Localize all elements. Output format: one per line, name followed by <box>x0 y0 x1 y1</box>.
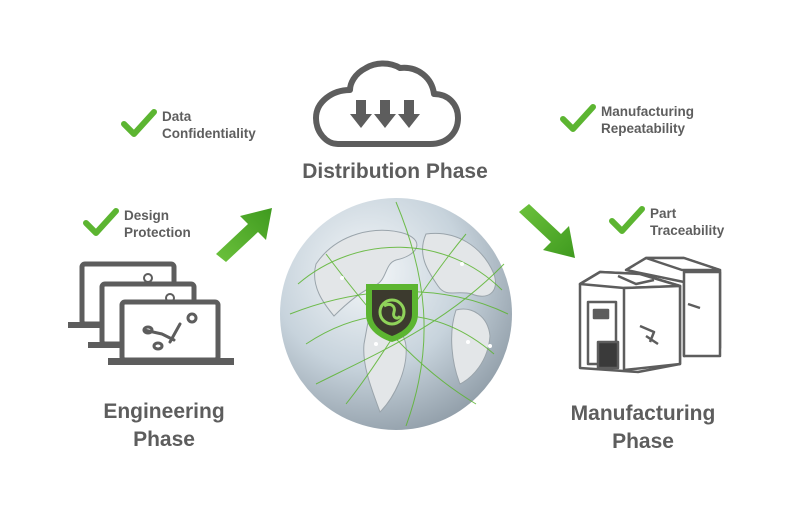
laptop-icon <box>66 261 236 372</box>
feature-label-line: Traceability <box>650 223 725 238</box>
feature-label-line: Confidentiality <box>162 126 256 141</box>
feature-label-line: Protection <box>124 225 191 240</box>
cloud-download-icon <box>310 60 461 152</box>
checkmark-icon <box>609 206 645 234</box>
feature-label-line: Data <box>162 109 192 124</box>
3d-printer-icon <box>574 252 724 374</box>
phase-title-line: Phase <box>133 428 195 451</box>
checkmark-icon <box>121 109 157 137</box>
arrow-icon <box>515 200 579 260</box>
feature-data-confidentiality: Data Confidentiality <box>121 108 256 142</box>
feature-manufacturing-repeatability: Manufacturing Repeatability <box>560 103 694 137</box>
feature-label-line: Repeatability <box>601 121 686 136</box>
shield-icon <box>362 280 422 344</box>
checkmark-icon <box>560 104 596 132</box>
phase-title-line: Manufacturing <box>570 402 716 425</box>
feature-label-line: Design <box>124 208 170 223</box>
distribution-phase-title: Distribution Phase <box>302 160 488 183</box>
engineering-phase-title: Engineering Phase <box>84 398 244 454</box>
checkmark-icon <box>83 208 119 236</box>
feature-label-line: Part <box>650 206 677 221</box>
feature-label-line: Manufacturing <box>601 104 694 119</box>
feature-part-traceability: Part Traceability <box>609 205 725 239</box>
manufacturing-phase-title: Manufacturing Phase <box>548 400 738 456</box>
arrow-icon <box>212 206 276 266</box>
phase-title-line: Engineering <box>103 400 225 423</box>
phase-title-line: Phase <box>612 430 674 453</box>
feature-design-protection: Design Protection <box>83 207 191 241</box>
